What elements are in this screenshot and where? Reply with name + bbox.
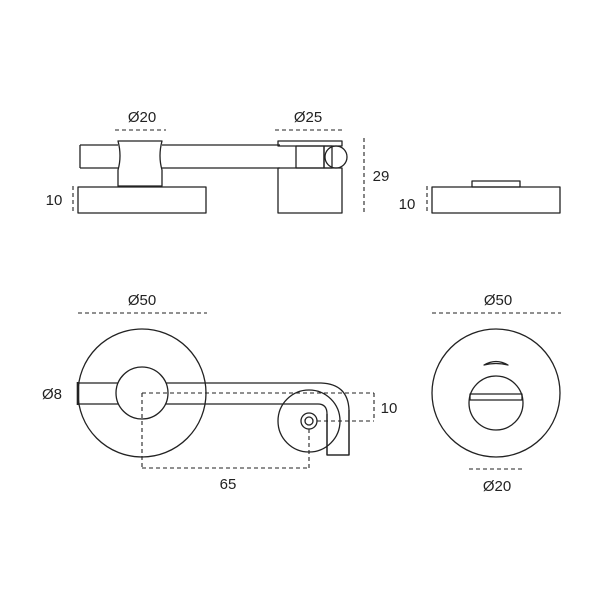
- front-view-lever: Ø50 Ø8 10 65: [42, 292, 397, 493]
- dim-indicator-diameter-side: Ø25: [294, 109, 322, 126]
- front-view-escutcheon: Ø50 Ø20: [431, 292, 561, 495]
- dim-indicator-height-side: 29: [373, 168, 390, 185]
- lever-bar-side: [79, 144, 280, 169]
- dim-lever-length-front: 65: [220, 476, 237, 493]
- escutcheon-slot: [469, 393, 523, 401]
- escutcheon-turn-front: [468, 375, 524, 431]
- lever-curve-overlay: [326, 410, 350, 456]
- dim-escutcheon-turn-diameter: Ø20: [483, 478, 511, 495]
- rose-base-side: [77, 186, 207, 214]
- indicator-knob-side: [324, 145, 348, 169]
- dim-rose-diameter-front: Ø50: [128, 292, 156, 309]
- indicator-cap-side: [277, 140, 343, 147]
- rose-neck-side: [117, 140, 163, 187]
- escutcheon-base-side: [431, 186, 561, 214]
- dim-rose-diameter-side: Ø20: [128, 109, 156, 126]
- escutcheon-turn-side: [471, 180, 521, 188]
- dim-offset-front: 10: [381, 400, 398, 417]
- indicator-pin-outer-front: [300, 412, 318, 430]
- indicator-base-side: [277, 167, 343, 214]
- escutcheon-indicator-window: [483, 360, 509, 366]
- dim-escutcheon-rose-diameter: Ø50: [484, 292, 512, 309]
- side-view-escutcheon: 10: [399, 180, 561, 214]
- escutcheon-rose-front: [431, 328, 561, 458]
- indicator-disc-front: [277, 389, 341, 453]
- side-view-lever: Ø20 10 Ø25 29: [46, 109, 390, 214]
- dim-rose-thickness-side: 10: [46, 192, 63, 209]
- indicator-body-side: [295, 145, 325, 169]
- dim-lever-diameter-front: Ø8: [42, 386, 62, 403]
- dim-escutcheon-thickness-side: 10: [399, 196, 416, 213]
- indicator-pin-inner-front: [304, 416, 314, 426]
